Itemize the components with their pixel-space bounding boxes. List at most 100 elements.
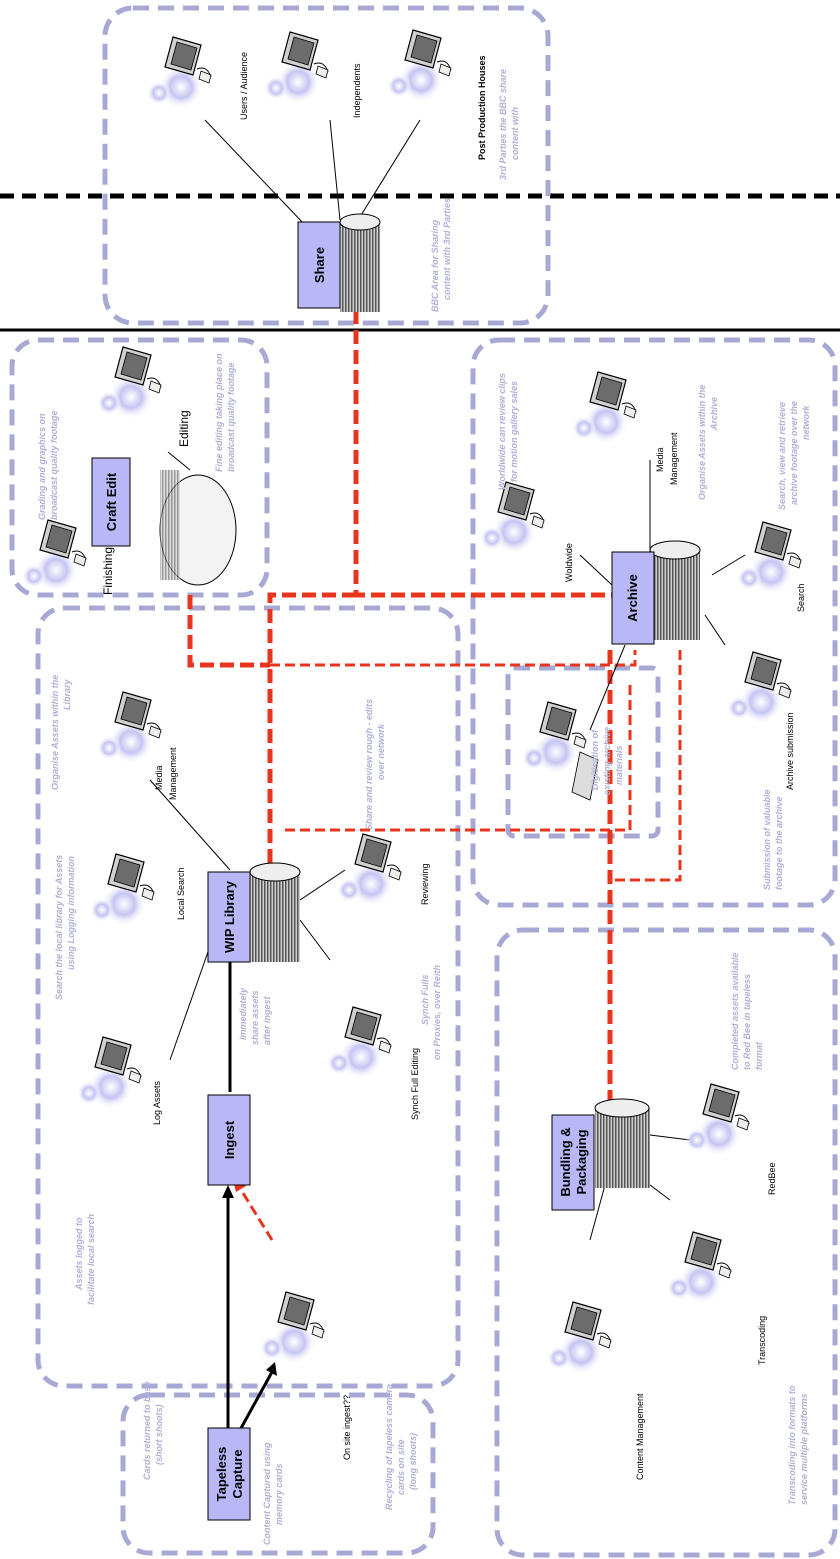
flow-share-to-archive <box>356 310 618 595</box>
craft-edit-box[interactable]: Craft Edit <box>92 458 130 546</box>
transcoding-workstation-icon <box>667 1232 731 1304</box>
label-editing: Editing <box>177 410 191 447</box>
reviewing-workstation-icon <box>337 834 401 906</box>
zone-bundling <box>497 930 835 1555</box>
note-logged-2: facilitate local search <box>86 1213 96 1305</box>
flow-onsite-ingest <box>238 1185 272 1240</box>
finishing-workstation-icon <box>22 520 86 592</box>
label-finishing: Finishing <box>101 547 115 595</box>
conn-archive-submission <box>705 615 725 645</box>
note-recycling-3: (long shoots) <box>408 1433 418 1490</box>
zone-wip-library <box>38 608 458 1386</box>
note-cards-returned-2: (short shoots) <box>154 1405 164 1466</box>
svg-text:Bundling &: Bundling & <box>558 1127 573 1196</box>
svg-text:Tapeless: Tapeless <box>214 1447 229 1502</box>
note-submission-1: Submission of valuable <box>762 789 772 890</box>
label-post-production: Post Production Houses <box>477 55 487 160</box>
label-media-wip-2: Management <box>168 747 178 800</box>
svg-text:Archive: Archive <box>625 574 640 622</box>
note-grading-1: Grading and graphics on <box>37 413 47 520</box>
label-transcoding: Transcoding <box>757 1316 767 1365</box>
label-synch-full-editing: Synch Full Editing <box>410 1048 420 1120</box>
wip-library-box[interactable]: WIP Library <box>208 872 250 962</box>
conn-worldwide <box>580 555 612 585</box>
content-mgmt-workstation-icon <box>547 1302 611 1374</box>
label-local-search: Local Search <box>176 867 186 920</box>
note-digitise-3: materials <box>614 745 624 785</box>
svg-text:WIP Library: WIP Library <box>222 880 237 953</box>
svg-text:Packaging: Packaging <box>574 1129 589 1194</box>
search-workstation-icon <box>737 522 801 594</box>
editing-workstation-icon <box>97 347 161 419</box>
craft-edit-storage-icon <box>160 470 236 585</box>
note-share-area-1: BBC Area for Sharing <box>430 219 440 312</box>
note-completed-3: format <box>754 1041 764 1070</box>
label-redbee: RedBee <box>767 1162 777 1195</box>
conn-post-production <box>355 120 420 225</box>
note-synch-2: on Proxies, over Reith <box>432 964 442 1060</box>
label-archive-submission: Archive submission <box>785 712 795 790</box>
note-worldwide-2: for motion gallery sales <box>509 381 519 482</box>
flow-wip-to-archive <box>270 650 635 665</box>
synch-workstation-icon <box>327 1007 391 1079</box>
wip-storage-icon <box>250 863 300 962</box>
local-search-workstation-icon <box>90 854 154 926</box>
note-search-library-1: Search the local library for Assets <box>54 855 64 1000</box>
note-immediately-1: Immediately <box>238 987 248 1040</box>
note-transcoding-2: service multiple platforms <box>799 1393 809 1505</box>
note-share-review-2: over network <box>376 723 386 780</box>
note-content-captured-2: memory cards <box>274 1463 284 1525</box>
log-assets-workstation-icon <box>77 1037 141 1109</box>
label-independents: Independents <box>352 63 362 118</box>
note-logged-1: Assets logged to <box>74 1217 84 1291</box>
label-search: Search <box>796 583 806 612</box>
note-content-captured-1: Content Captured using <box>262 1442 272 1545</box>
archive-box[interactable]: Archive <box>612 552 654 644</box>
users-workstation-icon <box>147 37 211 109</box>
svg-text:Share: Share <box>312 247 327 283</box>
note-fine-edit-2: broadcast quality footage <box>226 362 236 472</box>
note-share-parties-2: content with <box>510 107 520 160</box>
digitisation-workstation-icon <box>522 702 598 800</box>
note-search-library-2: using Logging information <box>66 856 76 970</box>
ingest-box[interactable]: Ingest <box>208 1095 250 1185</box>
flow-share-to-wip <box>270 595 356 870</box>
onsite-workstation-icon <box>260 1292 324 1364</box>
share-storage-icon <box>340 214 380 312</box>
conn-redbee <box>650 1135 690 1140</box>
note-search-archive-2: archive footage over the <box>789 401 799 505</box>
note-completed-2: to Red Bee in tapeless <box>742 974 752 1070</box>
label-reviewing: Reviewing <box>420 863 430 905</box>
post-production-workstation-icon <box>387 30 451 102</box>
conn-synch <box>300 920 330 960</box>
note-search-archive-1: Search, view and retrieve <box>777 402 787 510</box>
media-archive-workstation-icon <box>572 372 636 444</box>
note-grading-2: broadcast quality footage <box>49 410 59 520</box>
note-digitise-2: existing archive <box>602 727 612 795</box>
bundling-storage-icon <box>595 1099 650 1188</box>
archive-submission-workstation-icon <box>727 652 791 724</box>
note-search-archive-3: network <box>801 404 811 440</box>
note-immediately-3: after ingest <box>262 995 272 1045</box>
note-synch-1: Synch Fulls <box>420 974 430 1025</box>
conn-editing <box>168 452 190 470</box>
svg-text:Ingest: Ingest <box>222 1120 237 1159</box>
label-onsite-ingest: On site ingest?? <box>342 1395 352 1460</box>
label-media-wip-1: Media <box>154 765 164 790</box>
label-media-archive-2: Management <box>669 432 679 485</box>
arrow-capture-to-ingest-head <box>222 1185 234 1198</box>
note-organise-archive-2: Archive <box>709 397 719 431</box>
bundling-packaging-box[interactable]: Bundling & Packaging <box>552 1115 594 1210</box>
note-recycling-2: cards on site <box>396 1439 406 1495</box>
share-box[interactable]: Share <box>298 222 340 308</box>
independents-workstation-icon <box>264 32 328 104</box>
note-share-area-2: content with 3rd Parties <box>442 198 452 300</box>
note-submission-2: footage to the archive <box>774 796 784 890</box>
note-recycling-1: Recycling of tapeless camera <box>384 1384 394 1510</box>
note-transcoding-1: Transcoding into formats to <box>787 1385 797 1505</box>
tapeless-capture-box[interactable]: Tapeless Capture <box>208 1428 250 1520</box>
note-cards-returned-1: Cards returned to base <box>142 1381 152 1480</box>
label-content-management: Content Management <box>635 1393 645 1480</box>
note-fine-edit-1: Fine editing taking place on <box>214 353 224 472</box>
